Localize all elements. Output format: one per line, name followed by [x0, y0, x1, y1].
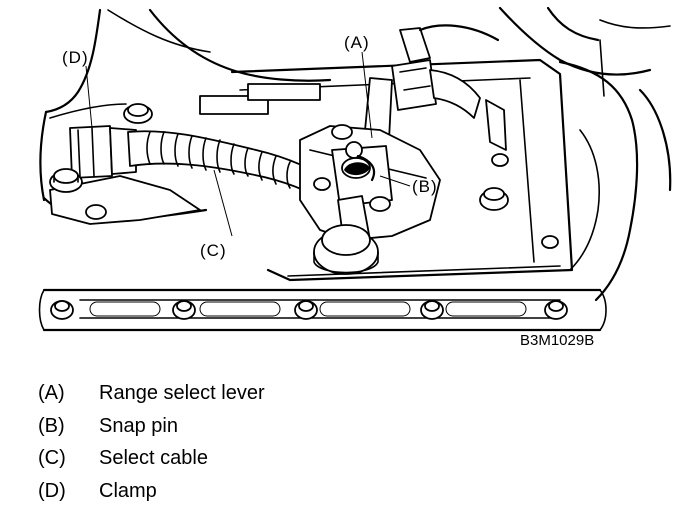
legend-key: (B) — [38, 414, 65, 437]
transmission-select-cable-illustration: (A) (B) (C) (D) B3M1029B — [38, 6, 672, 349]
legend-label: Snap pin — [99, 414, 178, 437]
parts-legend: (A) Range select lever (B) Snap pin (C) … — [38, 377, 458, 507]
leader-lines — [85, 51, 411, 237]
legend-item-clamp: (D) Clamp — [38, 475, 458, 508]
legend-item-snap-pin: (B) Snap pin — [38, 410, 458, 443]
callout-b: (B) — [412, 177, 438, 196]
clamp — [49, 103, 201, 225]
legend-item-range-select-lever: (A) Range select lever — [38, 377, 458, 410]
callout-d: (D) — [62, 48, 89, 67]
legend-item-select-cable: (C) Select cable — [38, 442, 458, 475]
harness-connector — [391, 24, 507, 151]
callout-a: (A) — [344, 33, 370, 52]
legend-key: (C) — [38, 447, 66, 470]
legend-key: (A) — [38, 382, 65, 405]
legend-label: Range select lever — [99, 382, 265, 405]
oil-pan-flange — [38, 288, 607, 332]
legend-label: Clamp — [99, 479, 157, 502]
legend-key: (D) — [38, 479, 66, 502]
figure-code: B3M1029B — [520, 332, 594, 349]
range-select-lever — [299, 77, 559, 275]
callout-c: (C) — [200, 241, 227, 260]
legend-label: Select cable — [99, 447, 208, 470]
